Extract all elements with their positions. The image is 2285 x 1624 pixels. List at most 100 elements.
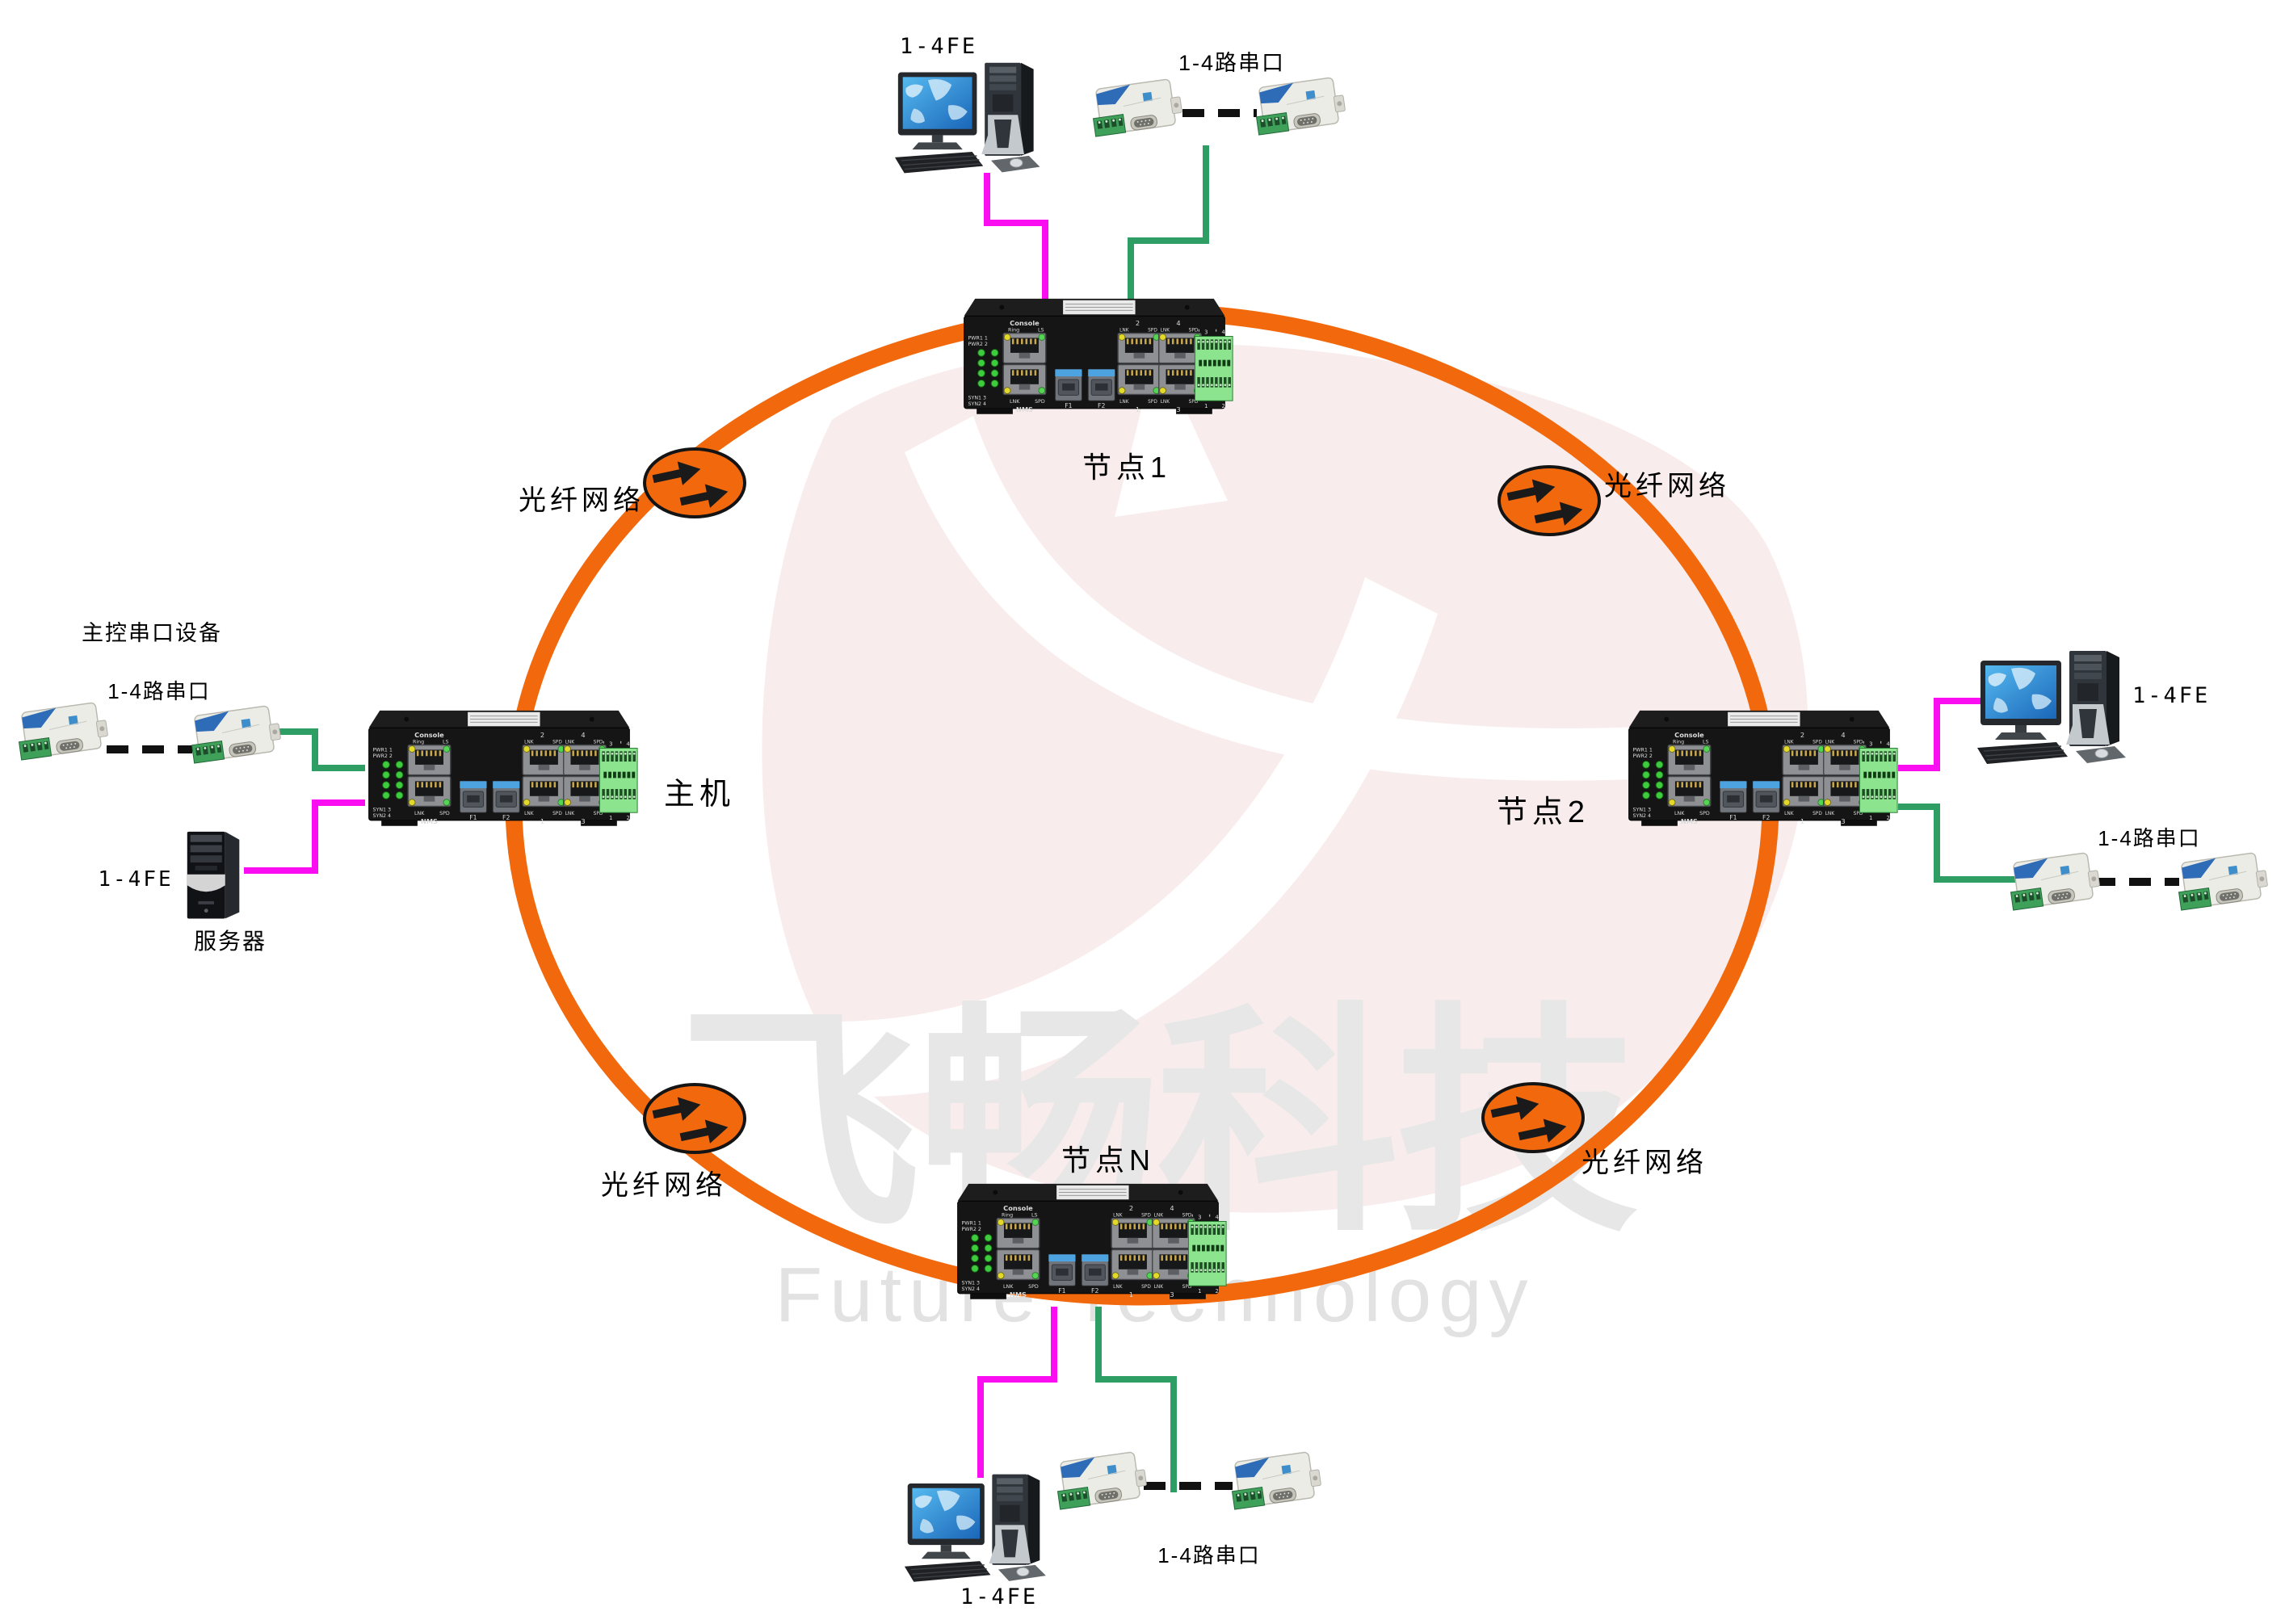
rj45-port [407, 744, 452, 776]
svg-text:LNK: LNK [565, 741, 575, 745]
svg-text:LNK: LNK [1113, 1285, 1123, 1290]
svg-text:SPD: SPD [594, 812, 603, 816]
svg-text:SPD: SPD [1699, 811, 1710, 816]
svg-text:F2: F2 [1762, 814, 1770, 821]
svg-text:3: 3 [1170, 1290, 1174, 1299]
svg-text:SPD: SPD [1812, 812, 1822, 816]
svg-text:1: 1 [1204, 403, 1208, 409]
serial-converter-graphic [2010, 852, 2100, 911]
rj45-port [1117, 363, 1161, 396]
rj45-port [522, 775, 566, 808]
svg-text:LNK: LNK [1825, 812, 1835, 816]
svg-text:LS: LS [1703, 740, 1709, 745]
svg-text:SPD: SPD [1854, 741, 1863, 745]
svg-text:NMS: NMS [421, 817, 438, 825]
db9-connector [1094, 1488, 1122, 1504]
svg-text:Console: Console [414, 731, 444, 739]
svg-text:LNK: LNK [1010, 399, 1020, 405]
svg-text:Console: Console [1674, 731, 1704, 739]
svg-text:SYN1 3: SYN1 3 [372, 807, 391, 812]
terminal-connector [2178, 887, 2212, 911]
sfp-fiber-port: F2 [1752, 780, 1780, 821]
svg-text:LS: LS [1038, 328, 1044, 334]
label-node2: 节点2 [1496, 795, 1590, 829]
ethernet-link-line [1898, 698, 1983, 771]
svg-text:4: 4 [1221, 329, 1224, 336]
terminal-block [1194, 336, 1233, 401]
rj45-port [1111, 1217, 1155, 1249]
terminal-connector [1056, 1486, 1091, 1510]
svg-text:2: 2 [540, 731, 544, 739]
terminal-connector [1092, 113, 1127, 137]
sfp-fiber-port: F2 [492, 780, 520, 821]
ethernet-link-line [244, 799, 365, 874]
svg-text:SPD: SPD [439, 811, 450, 816]
svg-text:SPD: SPD [1141, 1285, 1151, 1290]
sfp-fiber-port: F1 [1048, 1253, 1076, 1295]
svg-text:SPD: SPD [1148, 329, 1157, 334]
db9-connector [1293, 113, 1321, 129]
rj45-port [1782, 775, 1826, 808]
svg-text:PWR1 1: PWR1 1 [372, 747, 392, 753]
svg-text:F1: F1 [1729, 814, 1737, 821]
terminal-connector [18, 736, 53, 761]
svg-text:3: 3 [1204, 329, 1208, 336]
svg-text:LNK: LNK [524, 812, 534, 816]
label-server: 服务器 [193, 929, 267, 954]
terminal-block [1187, 1221, 1227, 1286]
svg-text:4: 4 [1176, 319, 1180, 327]
terminal-connector [1255, 111, 1290, 136]
svg-text:Ring: Ring [1008, 328, 1019, 334]
svg-text:F1: F1 [1058, 1287, 1065, 1295]
svg-text:LNK: LNK [1161, 400, 1170, 405]
svg-text:4: 4 [1841, 731, 1845, 739]
svg-text:Console: Console [1003, 1204, 1033, 1212]
computer-top [893, 57, 1055, 176]
svg-text:1: 1 [540, 817, 544, 825]
label-fe-server: 1-4FE [98, 867, 174, 892]
svg-text:SYN2 4: SYN2 4 [968, 401, 986, 407]
svg-text:LNK: LNK [1784, 812, 1794, 816]
desktop-computer-graphic [904, 1474, 1046, 1582]
svg-text:PWR2 2: PWR2 2 [968, 342, 987, 347]
label-fiber-top-right: 光纤网络 [1604, 471, 1730, 501]
label-fiber-bottom-right: 光纤网络 [1581, 1148, 1707, 1178]
svg-text:LNK: LNK [1825, 741, 1835, 745]
svg-text:LNK: LNK [1113, 1214, 1123, 1219]
svg-text:LNK: LNK [1161, 329, 1170, 334]
rj45-port [1117, 332, 1161, 364]
fiber-network-icon [1494, 462, 1604, 539]
svg-text:SYN2 4: SYN2 4 [961, 1286, 980, 1292]
serial-link-line [278, 728, 365, 771]
label-master-serial-device: 主控串口设备 [82, 621, 222, 645]
label-fe-right: 1-4FE [2132, 683, 2211, 708]
fiber-network-icon-graphic [1481, 1082, 1585, 1153]
sfp-fiber-port: F1 [1719, 780, 1747, 821]
svg-text:SPD: SPD [1182, 1285, 1192, 1290]
ethernet-link-line [984, 173, 1048, 317]
svg-text:3: 3 [609, 741, 612, 748]
svg-text:SYN2 4: SYN2 4 [1632, 813, 1651, 819]
svg-text:SPD: SPD [1189, 400, 1199, 405]
rj45-port [1002, 332, 1047, 364]
db9-connector [2048, 888, 2075, 904]
serial-device [18, 691, 108, 769]
serial-link-line [1095, 1307, 1177, 1492]
svg-text:2: 2 [626, 815, 629, 821]
svg-text:SYN2 4: SYN2 4 [372, 813, 391, 819]
rj45-port [1782, 744, 1826, 776]
db9-connector [1130, 115, 1157, 131]
svg-text:SPD: SPD [594, 741, 603, 745]
sfp-fiber-port: F1 [459, 780, 487, 821]
serial-link-line [1898, 804, 2016, 883]
svg-text:SPD: SPD [552, 812, 562, 816]
svg-text:4: 4 [626, 741, 629, 748]
db9-connector [1269, 1488, 1296, 1504]
terminal-connector [1231, 1486, 1266, 1510]
fiber-network-icon-graphic [643, 447, 746, 518]
db9-connector [229, 741, 256, 757]
svg-text:PWR1 1: PWR1 1 [968, 335, 987, 341]
label-serial-left: 1-4路串口 [107, 679, 211, 703]
